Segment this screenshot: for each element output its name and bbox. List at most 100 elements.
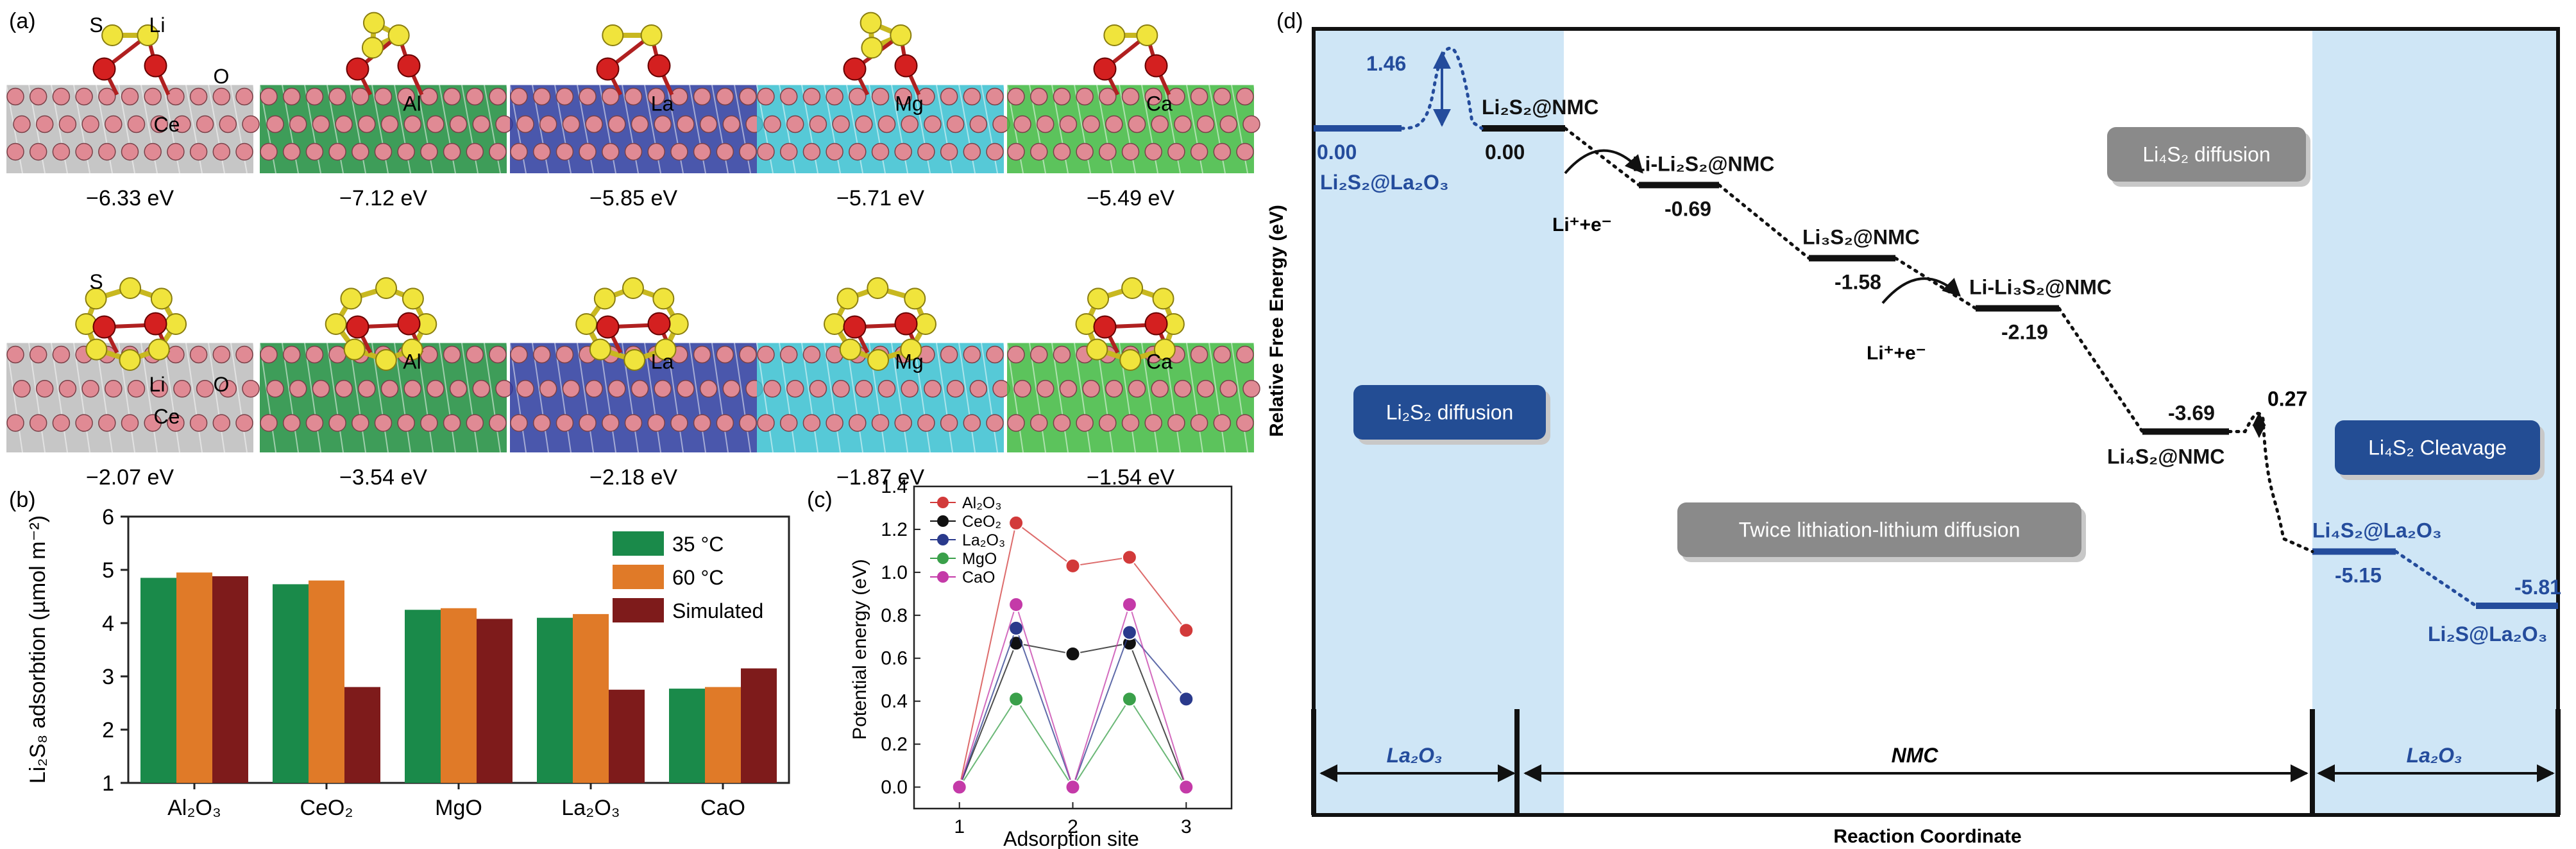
bar-2-1: [273, 584, 309, 783]
atom-label-la: La: [651, 350, 674, 373]
bar-3-2: [441, 608, 477, 783]
process-box: [1353, 385, 1546, 440]
data-point: [1065, 779, 1081, 795]
bar-1-1: [140, 578, 176, 783]
structure-row2-2: Al: [259, 277, 523, 453]
legend-marker: [937, 515, 949, 527]
species-label: Li₂S@La₂O₃: [2428, 622, 2547, 646]
panel-label-d: (d): [1276, 9, 1303, 33]
panel-b-x-tick-label: MgO: [435, 796, 482, 820]
process-label: Twice lithiation-lithium diffusion: [1739, 519, 2021, 542]
legend-entry: CaO: [962, 569, 995, 587]
region-divider: [2310, 709, 2315, 815]
panel-b-y-tick-label: 4: [102, 612, 114, 636]
region-divider: [1311, 709, 1316, 815]
process-box: [2107, 127, 2306, 182]
bar-2-2: [309, 580, 344, 783]
panel-c-y-tick-label: 1.4: [881, 476, 908, 497]
legend-entry: La₂O₃: [962, 531, 1005, 549]
species-label: Li₂S₂@NMC: [1482, 96, 1598, 119]
data-point: [1121, 597, 1137, 613]
panel-b-x-tick-label: CaO: [700, 796, 745, 820]
barrier-2-label: 0.27: [2267, 388, 2307, 411]
adsorption-energy-label: −5.49 eV: [1087, 186, 1174, 210]
series-line: [958, 642, 1187, 787]
data-point: [1178, 779, 1194, 795]
bar-3-1: [405, 610, 441, 783]
panel-d-y-axis-label: Relative Free Energy (eV): [1266, 205, 1287, 437]
legend-marker: [937, 571, 949, 583]
legend-entry: Simulated: [672, 599, 763, 622]
panel-b-y-tick-label: 5: [102, 558, 114, 583]
bar-5-1: [669, 689, 705, 783]
region-label: La₂O₃: [2407, 744, 2462, 767]
atom-label-mg: Mg: [895, 350, 923, 373]
region-divider: [1514, 709, 1520, 815]
data-point: [1178, 691, 1194, 707]
panel-b-y-tick-label: 6: [102, 505, 114, 529]
data-point: [1008, 515, 1024, 531]
panel-b-y-tick-label: 3: [102, 665, 114, 689]
adsorption-energy-label: −5.71 eV: [836, 186, 924, 210]
bar-2-3: [344, 687, 380, 783]
species-label: Li-Li₂S₂@NMC: [1632, 152, 1774, 175]
bar-1-3: [212, 576, 248, 783]
panel-label-b: (b): [9, 488, 36, 512]
energy-value-label: -5.15: [2335, 563, 2382, 587]
lithiation-label: Li⁺+e⁻: [1552, 214, 1612, 236]
process-box: [1677, 502, 2081, 557]
panel-c-y-tick-label: 1.0: [881, 562, 908, 583]
lithiation-arrow: [1881, 277, 1962, 304]
atom-label-li: Li: [149, 13, 165, 37]
data-point: [1121, 624, 1137, 640]
adsorption-energy-label: −1.54 eV: [1087, 465, 1174, 490]
energy-value-label: -5.81: [2514, 576, 2561, 599]
adsorption-energy-label: −7.12 eV: [339, 186, 427, 210]
panel-c-x-axis-label: Adsorption site: [1003, 827, 1139, 849]
legend-marker: [937, 497, 949, 508]
series-line: [958, 602, 1187, 789]
data-point: [951, 779, 967, 795]
lithiation-label: Li⁺+e⁻: [1867, 343, 1926, 364]
panel-b-y-axis-label: Li₂S₈ adsorbtion (µmol m⁻²): [26, 515, 50, 784]
atom-label-s: S: [89, 13, 103, 37]
process-label: Li₂S₂ diffusion: [1386, 401, 1514, 424]
atom-label-al: Al: [403, 92, 421, 116]
legend-entry: CeO₂: [962, 513, 1001, 531]
process-label: Li₄S₂ Cleavage: [2368, 436, 2507, 459]
panel-c-y-axis-label: Potential energy (eV): [849, 559, 870, 740]
panel-b-y-tick-label: 1: [102, 771, 114, 796]
panel-b-x-tick-label: La₂O₃: [561, 796, 620, 820]
energy-value-label: 0.00: [1317, 141, 1357, 164]
bar-4-3: [609, 689, 645, 783]
panel-b-y-tick-label: 2: [102, 718, 114, 742]
legend-marker: [937, 553, 949, 564]
bar-5-3: [741, 668, 777, 783]
structure-row1-4: Mg: [756, 12, 1021, 174]
barrier-2-path: [2227, 411, 2314, 553]
legend-entry: 60 °C: [672, 566, 724, 589]
region-divider: [2555, 709, 2561, 815]
bar-3-3: [477, 619, 513, 783]
connector: [1894, 256, 1978, 310]
connector: [2057, 306, 2144, 434]
legend-entry: Al₂O₃: [962, 494, 1002, 512]
adsorption-energy-label: −5.85 eV: [589, 186, 677, 210]
connector: [1717, 183, 1811, 260]
data-point: [1121, 691, 1137, 707]
region-label: NMC: [1892, 744, 1939, 767]
legend-swatch: [613, 531, 664, 556]
panel-d-frame: [1312, 27, 2560, 817]
panel-d-energy-profile: 0.00Li₂S₂@La₂O₃0.00Li₂S₂@NMC-0.69Li-Li₂S…: [1266, 27, 2561, 847]
data-point: [1008, 691, 1024, 707]
atom-label-ce: Ce: [154, 405, 180, 428]
atom-label-mg: Mg: [895, 92, 923, 116]
panel-label-a: (a): [9, 9, 36, 33]
energy-value-label: -2.19: [2001, 320, 2048, 343]
atom-label-li: Li: [149, 373, 165, 396]
